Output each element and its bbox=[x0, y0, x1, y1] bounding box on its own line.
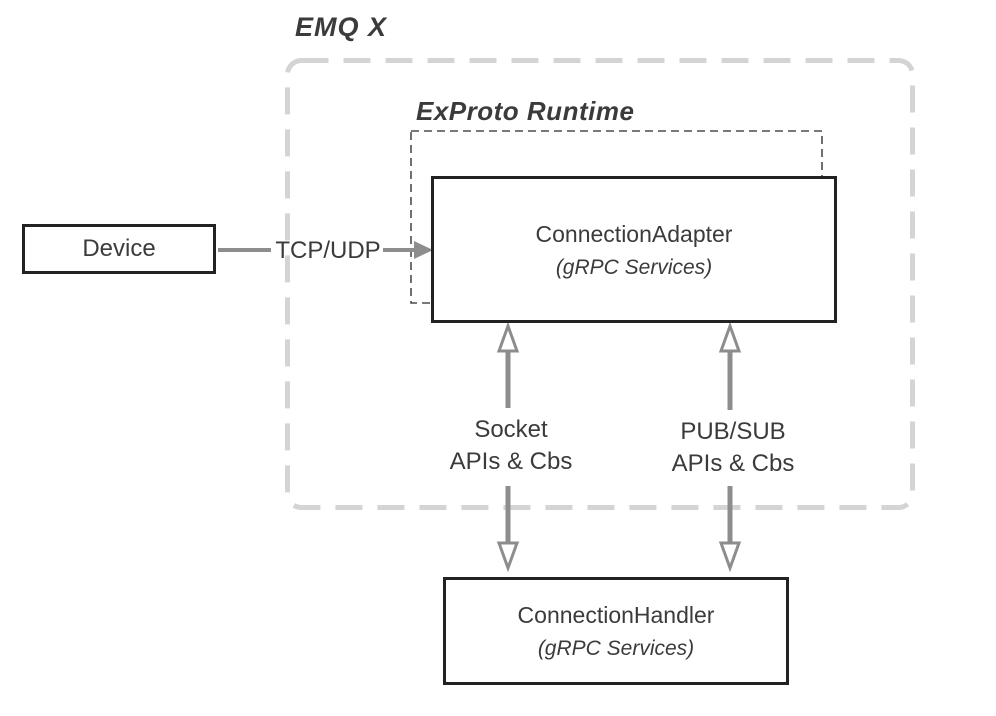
pubsub-apis-label-line1: PUB/SUB bbox=[680, 418, 786, 445]
pubsub-arrowhead-up bbox=[718, 321, 742, 353]
pubsub-apis-label: PUB/SUB APIs & Cbs bbox=[653, 416, 813, 480]
exproto-runtime-title: ExProto Runtime bbox=[416, 96, 635, 126]
pubsub-arrow bbox=[718, 321, 742, 573]
emqx-boundary-dashed-box bbox=[285, 58, 915, 510]
socket-apis-label-line2: APIs & Cbs bbox=[449, 448, 573, 475]
connection-adapter-node: ConnectionAdapter (gRPC Services) bbox=[431, 176, 837, 323]
pubsub-apis-label-line2: APIs & Cbs bbox=[671, 450, 795, 477]
socket-arrowhead-down bbox=[496, 541, 520, 573]
device-node-label: Device bbox=[82, 235, 156, 262]
socket-arrow bbox=[496, 321, 520, 573]
connection-handler-label: ConnectionHandler bbox=[517, 602, 715, 628]
connection-handler-node: ConnectionHandler (gRPC Services) bbox=[443, 577, 789, 685]
socket-arrowhead-up bbox=[496, 321, 520, 353]
emqx-title: EMQ X bbox=[295, 12, 388, 42]
pubsub-arrowhead-down bbox=[718, 541, 742, 573]
socket-apis-label: Socket APIs & Cbs bbox=[431, 414, 591, 478]
socket-apis-label-line1: Socket bbox=[474, 416, 548, 443]
connection-handler-sublabel: (gRPC Services) bbox=[537, 637, 695, 660]
tcp-udp-arrowhead bbox=[414, 241, 433, 259]
connection-adapter-sublabel: (gRPC Services) bbox=[555, 255, 713, 279]
tcp-udp-arrow bbox=[218, 241, 433, 259]
device-node: Device bbox=[22, 224, 216, 274]
tcp-udp-label: TCP/UDP bbox=[275, 237, 381, 264]
connection-adapter-label: ConnectionAdapter bbox=[535, 220, 733, 247]
